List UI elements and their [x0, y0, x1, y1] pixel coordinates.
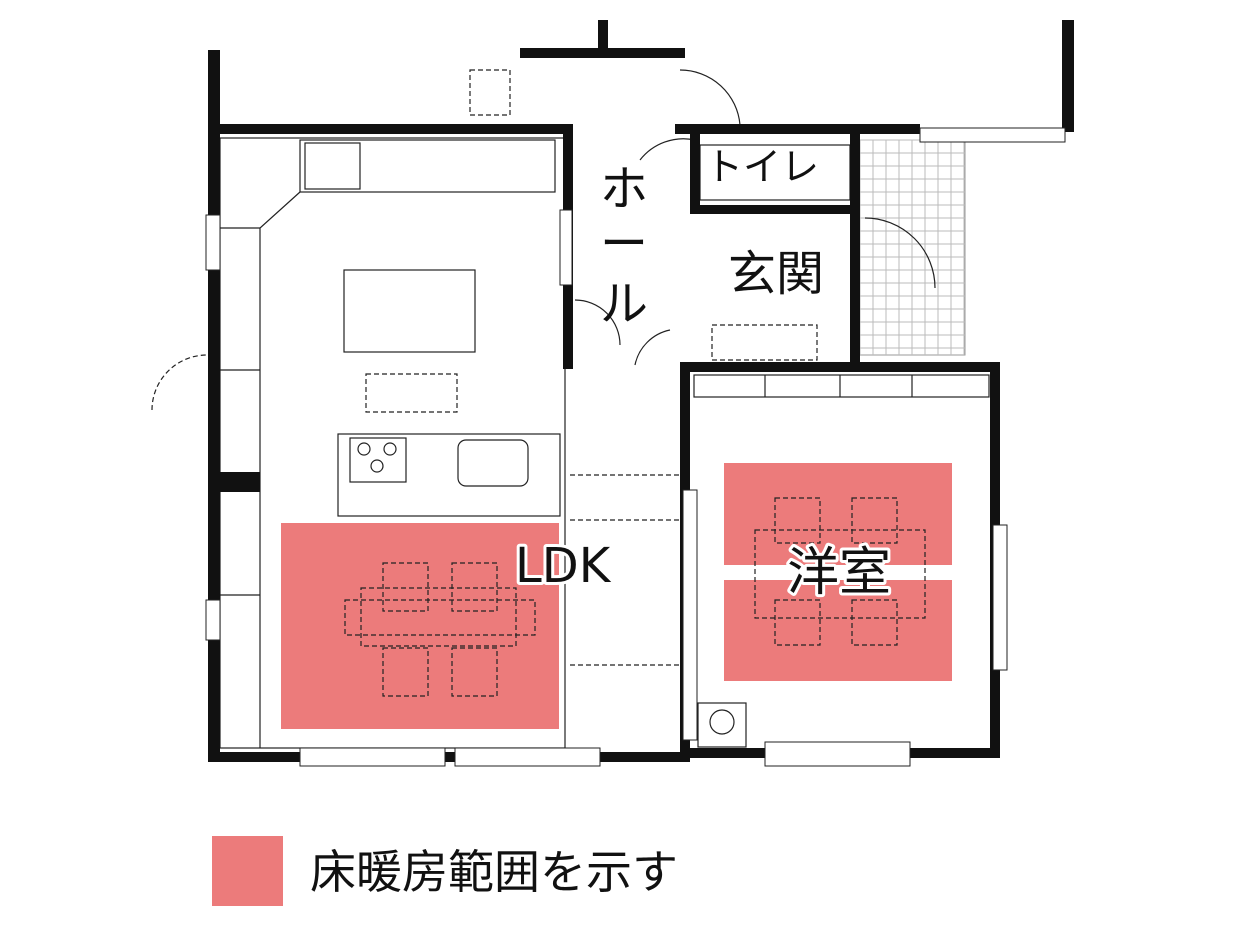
room-label-entrance: 玄関 — [728, 246, 824, 302]
windows — [205, 127, 1066, 767]
legend-swatch — [212, 836, 283, 906]
entrance-tile-floor — [859, 139, 966, 356]
room-label-western-room: 洋室 — [787, 543, 891, 603]
svg-text:ー: ー — [600, 216, 648, 272]
svg-text:ホ: ホ — [600, 161, 648, 217]
heating-area-ldk — [281, 523, 559, 729]
room-label-hall: ホ ー ル — [600, 161, 648, 332]
room-label-ldk: LDK — [515, 538, 612, 594]
heating-area-western-top — [724, 463, 952, 565]
svg-text:ル: ル — [600, 276, 648, 332]
dining-set — [344, 497, 926, 697]
room-label-toilet: トイレ — [705, 145, 819, 189]
legend-label: 床暖房範囲を示す — [310, 845, 678, 899]
heating-area-western-bottom — [724, 580, 952, 681]
